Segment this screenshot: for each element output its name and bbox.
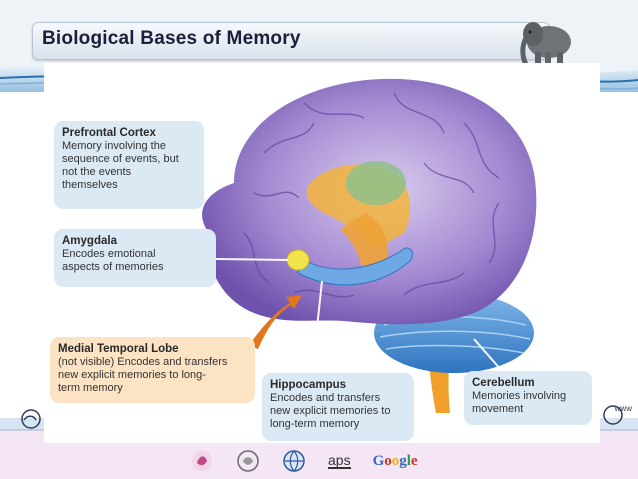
- callout-body: (not visible) Encodes and transfers new …: [58, 356, 228, 394]
- swirl-left-icon: [21, 409, 41, 429]
- google-letter: o: [384, 452, 392, 469]
- callout-body: Encodes emotional aspects of memories: [62, 248, 164, 273]
- google-letter: G: [372, 452, 385, 469]
- aps-logo: aps: [328, 452, 351, 469]
- google-logo: Google: [373, 453, 418, 470]
- www-label: www: [614, 404, 632, 413]
- green-region: [346, 161, 406, 205]
- callout-medial-temporal-lobe: Medial Temporal Lobe (not visible) Encod…: [50, 337, 255, 403]
- amygdala-region: [286, 249, 310, 271]
- callout-body: Memory involving the sequence of events,…: [62, 140, 179, 191]
- pointer-prefrontal: [203, 148, 231, 164]
- slide-title: Biological Bases of Memory: [42, 28, 301, 49]
- face-logo-icon: [192, 451, 212, 471]
- footer-logos: aps Google: [190, 447, 450, 475]
- globe-logo-icon: [283, 450, 305, 472]
- callout-title: Prefrontal Cortex: [62, 127, 156, 139]
- arrow-medial-temporal-icon: [249, 295, 302, 349]
- callout-body: Memories involving movement: [472, 390, 567, 415]
- brain-illustration: [202, 78, 537, 413]
- google-letter: l: [406, 452, 411, 469]
- callout-body: Encodes and transfers new explicit memor…: [270, 392, 391, 430]
- swirl-right-icon: [603, 405, 623, 425]
- callout-title: Medial Temporal Lobe: [58, 343, 179, 355]
- callout-title: Cerebellum: [472, 377, 535, 389]
- callout-title: Hippocampus: [270, 379, 347, 391]
- hippocampus-region: [297, 247, 413, 286]
- pointer-amygdala: [215, 258, 289, 261]
- callout-hippocampus: Hippocampus Encodes and transfers new ex…: [262, 373, 414, 441]
- brain-figure: Prefrontal Cortex Memory involving the s…: [44, 63, 600, 443]
- pointer-hippocampus: [311, 280, 323, 376]
- google-letter: g: [399, 452, 407, 469]
- emblem-logo-icon: [237, 450, 259, 472]
- google-letter: o: [391, 452, 400, 469]
- google-letter: e: [410, 452, 418, 469]
- pointer-cerebellum: [473, 338, 503, 372]
- title-bar: [32, 22, 550, 60]
- callout-title: Amygdala: [62, 235, 117, 247]
- callout-prefrontal-cortex: Prefrontal Cortex Memory involving the s…: [54, 121, 204, 209]
- callout-cerebellum: Cerebellum Memories involving movement: [464, 371, 592, 425]
- elephant-logo-icon: [520, 22, 571, 69]
- callout-amygdala: Amygdala Encodes emotional aspects of me…: [54, 229, 216, 287]
